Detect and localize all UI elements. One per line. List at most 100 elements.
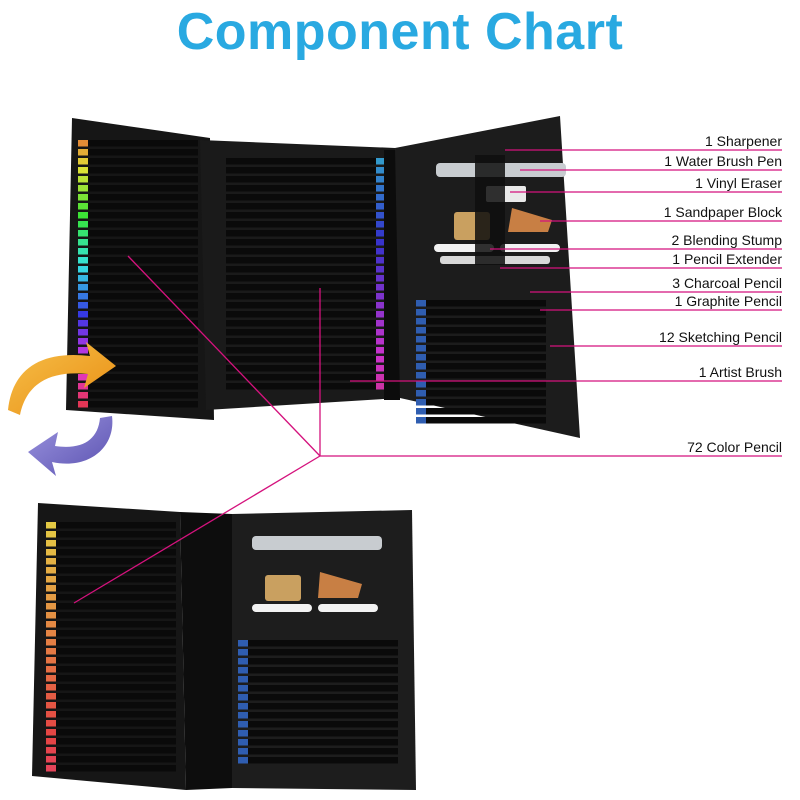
pencil-body <box>248 658 398 665</box>
pencil-body <box>56 693 176 700</box>
pencil-body <box>88 311 198 318</box>
pencil-body <box>226 257 376 264</box>
pencil-tip <box>78 239 88 246</box>
color-pencil-rows-middle <box>226 158 386 390</box>
pencil-body <box>56 711 176 718</box>
pencil-tip <box>78 203 88 210</box>
pencil-tip <box>46 576 56 583</box>
pencil-body <box>56 675 176 682</box>
pencil-body <box>248 685 398 692</box>
pencil-body <box>56 648 176 655</box>
pencil-tip <box>376 284 386 291</box>
pencil-body <box>248 757 398 764</box>
pencil-tip <box>46 702 56 709</box>
pencil-tip <box>46 558 56 565</box>
pencil-tip <box>238 712 248 719</box>
pencil-body <box>56 531 176 538</box>
pencil-body <box>56 558 176 565</box>
pencil-tip <box>416 381 426 388</box>
pencil-body <box>56 585 176 592</box>
pencil-body <box>88 302 198 309</box>
blending-stump-bottom <box>252 604 312 612</box>
pencil-body <box>88 374 198 381</box>
pencil-tip <box>46 639 56 646</box>
pencil-body <box>226 203 376 210</box>
pencil-body <box>426 345 546 352</box>
pencil-body <box>88 293 198 300</box>
case-spine-bottom <box>180 512 232 790</box>
pencil-body <box>426 327 546 334</box>
pencil-tip <box>376 302 386 309</box>
label-vinyl-eraser: 1 Vinyl Eraser <box>695 175 782 191</box>
pencil-tip <box>376 176 386 183</box>
pencil-tip <box>46 711 56 718</box>
pencil-tip <box>46 630 56 637</box>
pencil-tip <box>46 567 56 574</box>
pencil-body <box>88 158 198 165</box>
pencil-body <box>88 221 198 228</box>
pencil-body <box>248 721 398 728</box>
pencil-tip <box>416 354 426 361</box>
pencil-body <box>426 408 546 415</box>
pencil-tip <box>46 675 56 682</box>
pencil-body <box>426 354 546 361</box>
pencil-tip <box>78 194 88 201</box>
pencil-body <box>248 748 398 755</box>
pencil-tip <box>238 685 248 692</box>
pencil-tip <box>78 248 88 255</box>
pencil-tip <box>46 549 56 556</box>
pencil-body <box>88 284 198 291</box>
pencil-body <box>88 176 198 183</box>
pencil-tip <box>46 612 56 619</box>
pencil-tip <box>376 311 386 318</box>
pencil-body <box>426 363 546 370</box>
pencil-tip <box>78 347 88 354</box>
pencil-body <box>56 702 176 709</box>
pencil-tip <box>416 399 426 406</box>
pencil-body <box>56 684 176 691</box>
pencil-tip <box>78 302 88 309</box>
tool-strap <box>475 155 505 265</box>
pencil-tip <box>238 730 248 737</box>
pencil-body <box>426 336 546 343</box>
pencil-tip <box>376 248 386 255</box>
leader-lines <box>73 149 782 604</box>
pencil-tip <box>78 176 88 183</box>
pencil-tip <box>376 320 386 327</box>
pencil-body <box>226 167 376 174</box>
pencil-tip <box>376 257 386 264</box>
pencil-body <box>56 540 176 547</box>
pencil-tip <box>78 185 88 192</box>
pencil-body <box>56 747 176 754</box>
pencil-body <box>56 549 176 556</box>
color-pencil-rows-bottom <box>46 522 176 772</box>
pencil-body <box>226 194 376 201</box>
label-blending-stump: 2 Blending Stump <box>671 232 782 248</box>
pencil-body <box>56 567 176 574</box>
pencil-body <box>426 318 546 325</box>
sandpaper-paddle-shape <box>508 208 552 232</box>
pencil-body <box>88 203 198 210</box>
pencil-tip <box>416 345 426 352</box>
pencil-tip <box>78 392 88 399</box>
pencil-body <box>56 639 176 646</box>
pencil-body <box>226 284 376 291</box>
pencil-tip <box>78 311 88 318</box>
pencil-tip <box>416 408 426 415</box>
pencil-tip <box>46 693 56 700</box>
pencil-tip <box>238 667 248 674</box>
sketching-pencil-rows-bottom <box>238 640 398 764</box>
pencil-body <box>88 194 198 201</box>
pencil-tip <box>416 417 426 424</box>
pencil-body <box>226 239 376 246</box>
pencil-body <box>226 329 376 336</box>
pencil-tip <box>376 194 386 201</box>
pencil-body <box>226 356 376 363</box>
pencil-body <box>226 293 376 300</box>
pencil-tip <box>78 401 88 408</box>
pencil-body <box>88 338 198 345</box>
pencil-body <box>88 275 198 282</box>
pencil-tip <box>376 230 386 237</box>
label-pencil-extender: 1 Pencil Extender <box>672 251 782 267</box>
leader-branch-bottom <box>73 455 321 604</box>
